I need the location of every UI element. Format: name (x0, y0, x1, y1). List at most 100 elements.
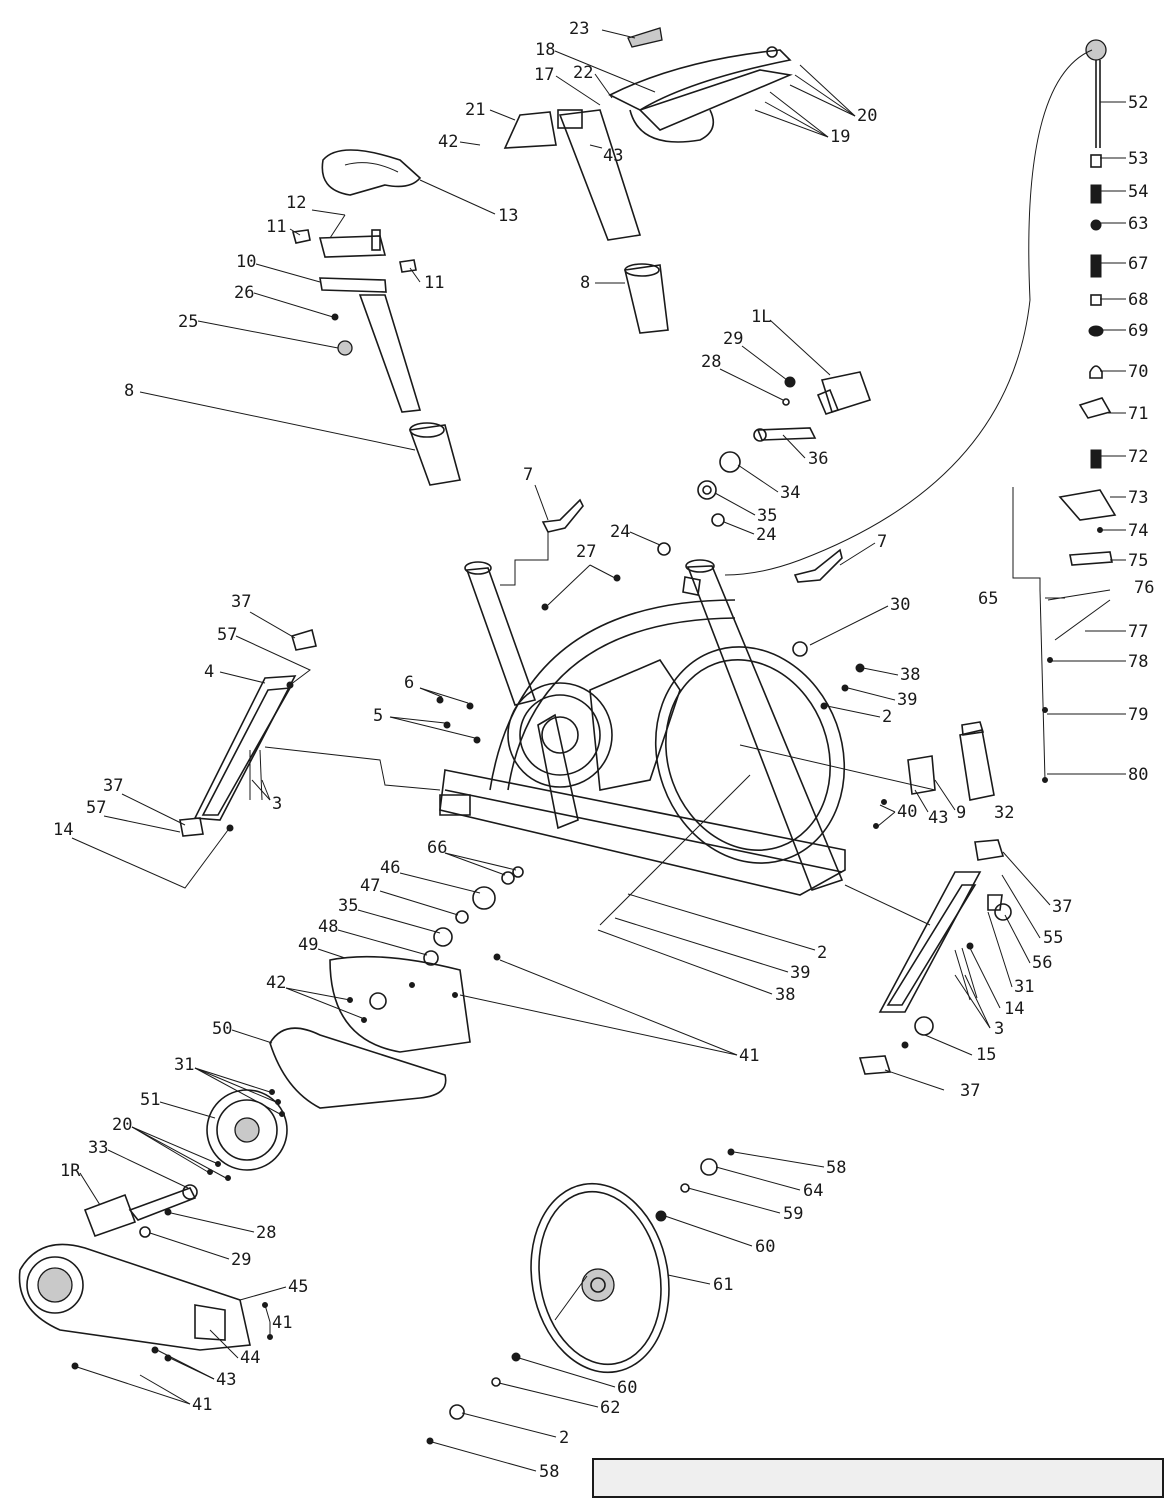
part-callout-58b: 58 (539, 1462, 559, 1482)
part-callout-56: 56 (1032, 953, 1052, 973)
part-callout-59: 59 (783, 1204, 803, 1224)
part-callout-50: 50 (212, 1019, 232, 1039)
inner-chain-guard (329, 953, 501, 1053)
part-callout-80: 80 (1128, 765, 1148, 785)
part-callout-29b: 29 (231, 1250, 251, 1270)
part-callout-17: 17 (534, 65, 554, 85)
front-stabilizer (858, 839, 1012, 1075)
part-callout-41b: 41 (272, 1313, 292, 1333)
part-callout-60a: 60 (755, 1237, 775, 1257)
part-callout-31a: 31 (1014, 977, 1034, 997)
part-callout-54: 54 (1128, 182, 1148, 202)
part-callout-38a: 38 (900, 665, 920, 685)
part-callout-5: 5 (373, 706, 383, 726)
handlebar-assembly (503, 27, 793, 334)
part-callout-38b: 38 (775, 985, 795, 1005)
part-callout-26: 26 (234, 283, 254, 303)
part-callout-36: 36 (808, 449, 828, 469)
part-callout-30: 30 (890, 595, 910, 615)
part-callout-43a: 43 (603, 146, 623, 166)
fasteners-upper (436, 663, 865, 744)
part-callout-49: 49 (298, 935, 318, 955)
part-callout-2b: 2 (817, 943, 827, 963)
part-callout-7a: 7 (523, 465, 533, 485)
part-callout-18: 18 (535, 40, 555, 60)
crank-hardware (423, 866, 524, 966)
part-callout-3b: 3 (994, 1019, 1004, 1039)
part-callout-57a: 57 (217, 625, 237, 645)
part-callout-33: 33 (88, 1138, 108, 1158)
part-callout-19: 19 (830, 127, 850, 147)
part-callout-2a: 2 (882, 707, 892, 727)
part-callout-9: 9 (956, 803, 966, 823)
pulley-wheel (206, 1089, 288, 1181)
seat-assembly (291, 149, 462, 486)
part-callout-79: 79 (1128, 705, 1148, 725)
part-callout-41a: 41 (739, 1046, 759, 1066)
part-callout-8b: 8 (124, 381, 134, 401)
part-callout-32: 32 (994, 803, 1014, 823)
part-callout-39a: 39 (897, 690, 917, 710)
pedal-right-assembly (83, 1184, 198, 1238)
part-callout-35b: 35 (338, 896, 358, 916)
part-callout-15: 15 (976, 1045, 996, 1065)
part-callout-65: 65 (978, 589, 998, 609)
part-callout-47: 47 (360, 876, 380, 896)
part-callout-24b: 24 (756, 525, 776, 545)
tension-assembly (724, 39, 1117, 783)
part-callout-22: 22 (573, 63, 593, 83)
part-callout-12: 12 (286, 193, 306, 213)
outer-chain-cover (18, 1243, 273, 1370)
part-callout-37b: 37 (103, 776, 123, 796)
part-callout-48: 48 (318, 917, 338, 937)
part-callout-43c: 43 (216, 1370, 236, 1390)
part-callout-35a: 35 (757, 506, 777, 526)
part-callout-60b: 60 (617, 1378, 637, 1398)
drive-belt (269, 1027, 447, 1109)
part-callout-61: 61 (713, 1275, 733, 1295)
part-callout-31b: 31 (174, 1055, 194, 1075)
part-callout-70: 70 (1128, 362, 1148, 382)
part-callout-58a: 58 (826, 1158, 846, 1178)
part-callout-24a: 24 (610, 522, 630, 542)
part-callout-14b: 14 (1004, 999, 1024, 1019)
part-callout-21: 21 (465, 100, 485, 120)
part-callout-20b: 20 (112, 1115, 132, 1135)
part-callout-20a: 20 (857, 106, 877, 126)
part-callout-63: 63 (1128, 214, 1148, 234)
part-callout-41c: 41 (192, 1395, 212, 1415)
part-callout-78: 78 (1128, 652, 1148, 672)
part-callout-44: 44 (240, 1348, 260, 1368)
part-callout-51: 51 (140, 1090, 160, 1110)
part-callout-66: 66 (427, 838, 447, 858)
part-callout-2c: 2 (559, 1428, 569, 1448)
part-number-callouts: 2318221720192142435253546367686970717273… (53, 19, 1154, 1482)
part-callout-67: 67 (1128, 254, 1148, 274)
part-callout-3a: 3 (272, 794, 282, 814)
part-callout-55: 55 (1043, 928, 1063, 948)
pedal-left-assembly (697, 371, 872, 500)
part-callout-37c: 37 (1052, 897, 1072, 917)
flywheel (426, 1148, 735, 1445)
part-callout-69: 69 (1128, 321, 1148, 341)
part-callout-71: 71 (1128, 404, 1148, 424)
part-callout-13: 13 (498, 206, 518, 226)
part-callout-8a: 8 (580, 273, 590, 293)
part-callout-39b: 39 (790, 963, 810, 983)
part-callout-42b: 42 (266, 973, 286, 993)
part-callout-1R: 1R (60, 1161, 81, 1181)
part-callout-42a: 42 (438, 132, 458, 152)
part-callout-62: 62 (600, 1398, 620, 1418)
part-callout-14a: 14 (53, 820, 73, 840)
part-callout-7b: 7 (877, 532, 887, 552)
part-callout-76: 76 (1134, 578, 1154, 598)
part-callout-11a: 11 (266, 217, 286, 237)
part-callout-28b: 28 (256, 1223, 276, 1243)
part-callout-28a: 28 (701, 352, 721, 372)
part-callout-4: 4 (204, 662, 214, 682)
part-callout-75: 75 (1128, 551, 1148, 571)
part-callout-27: 27 (576, 542, 596, 562)
part-callout-53: 53 (1128, 149, 1148, 169)
part-callout-72: 72 (1128, 447, 1148, 467)
rear-stabilizer (179, 628, 317, 837)
